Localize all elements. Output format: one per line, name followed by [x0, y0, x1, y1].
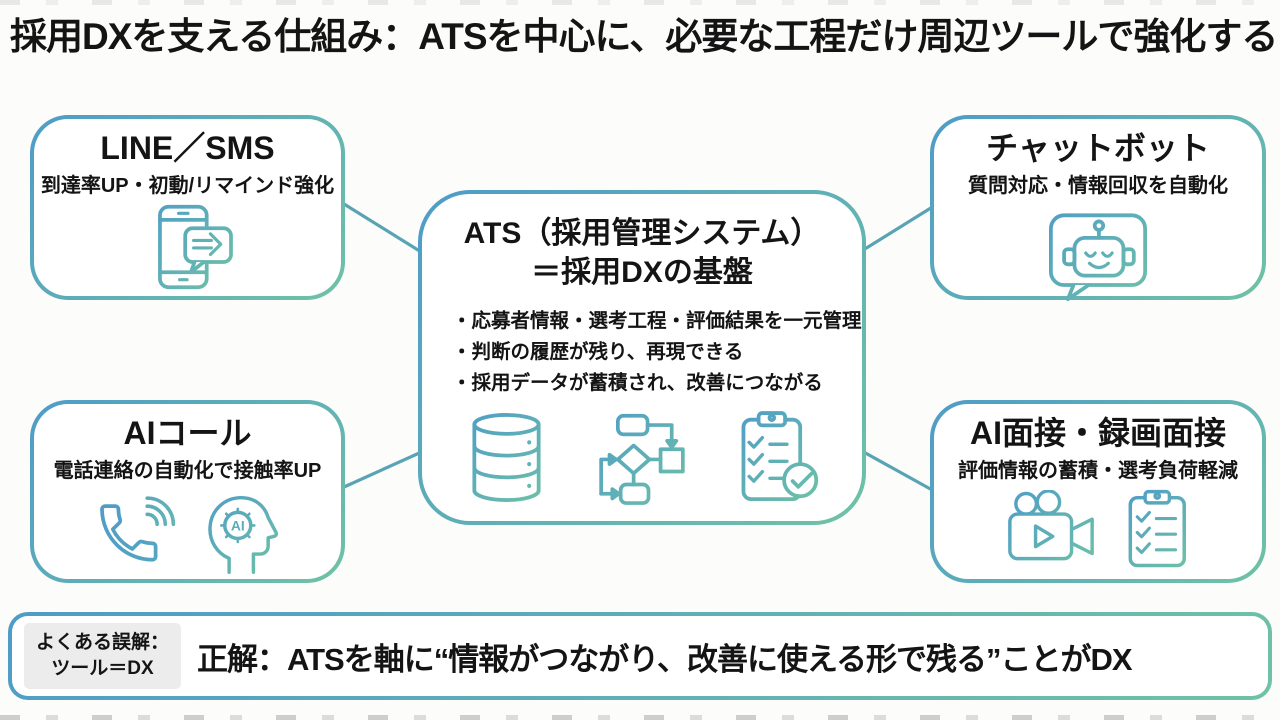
video-camera-icon	[1008, 489, 1094, 561]
answer-text: 正解：ATSを軸に“情報がつながり、改善に使える形で残る”ことがDX	[197, 641, 1133, 677]
card-ai-call: AIコール 電話連絡の自動化で接触率UP	[30, 400, 345, 583]
card-ats-bullets: ・応募者情報・選考工程・評価結果を一元管理 ・判断の履歴が残り、再現できる ・採…	[422, 292, 862, 400]
phone-call-icon	[99, 496, 175, 562]
card-chatbot: チャットボット 質問対応・情報回収を自動化	[930, 115, 1266, 302]
card-line-sms: LINE／SMS 到達率UP・初動/リマインド強化	[30, 115, 345, 300]
card-line-sms-title: LINE／SMS	[100, 130, 275, 166]
card-ai-interview-subtitle: 評価情報の蓄積・選考負荷軽減	[958, 460, 1238, 483]
card-ats: ATS（採用管理システム） ＝採用DXの基盤 ・応募者情報・選考工程・評価結果を…	[418, 190, 866, 525]
database-icon	[472, 412, 541, 502]
card-ats-title-line1: ATS（採用管理システム）	[463, 217, 821, 250]
chatbot-icon	[1049, 213, 1147, 302]
footer-bar: よくある誤解： ツール＝DX 正解：ATSを軸に“情報がつながり、改善に使える形…	[8, 612, 1272, 700]
ai-head-icon-label: AI	[230, 518, 244, 534]
page-title: 採用DXを支える仕組み：ATSを中心に、必要な工程だけ周辺ツールで強化する	[10, 16, 1278, 57]
checklist-icon	[1128, 490, 1186, 568]
card-ai-interview-title: AI面接・録画面接	[969, 415, 1226, 451]
card-ats-title: ATS（採用管理システム） ＝採用DXの基盤	[464, 214, 821, 292]
misconception-label: よくある誤解： ツール＝DX	[24, 623, 182, 689]
smartphone-message-icon	[157, 205, 233, 290]
card-chatbot-title: チャットボット	[986, 130, 1210, 166]
ats-bullet-3: ・採用データが蓄積され、改善につながる	[452, 372, 823, 395]
ai-head-icon: AI	[207, 496, 278, 575]
card-ai-interview: AI面接・録画面接 評価情報の蓄積・選考負荷軽減	[930, 400, 1266, 583]
ats-bullet-2: ・判断の履歴が残り、再現できる	[452, 341, 744, 364]
card-ai-call-title: AIコール	[123, 415, 252, 451]
card-ai-call-subtitle: 電話連絡の自動化で接触率UP	[53, 460, 322, 483]
ats-bullet-1: ・応募者情報・選考工程・評価結果を一元管理	[452, 310, 862, 332]
misconception-line2: ツール＝DX	[51, 658, 154, 679]
card-chatbot-subtitle: 質問対応・情報回収を自動化	[968, 175, 1228, 198]
card-line-sms-subtitle: 到達率UP・初動/リマインド強化	[40, 175, 335, 198]
misconception-line1: よくある誤解：	[36, 632, 170, 654]
video-edge-artifact-bottom	[0, 715, 1280, 720]
flowchart-icon	[599, 413, 685, 505]
video-edge-artifact-top	[0, 0, 1280, 5]
clipboard-check-icon	[741, 410, 819, 501]
card-ats-title-line2: ＝採用DXの基盤	[531, 256, 753, 289]
